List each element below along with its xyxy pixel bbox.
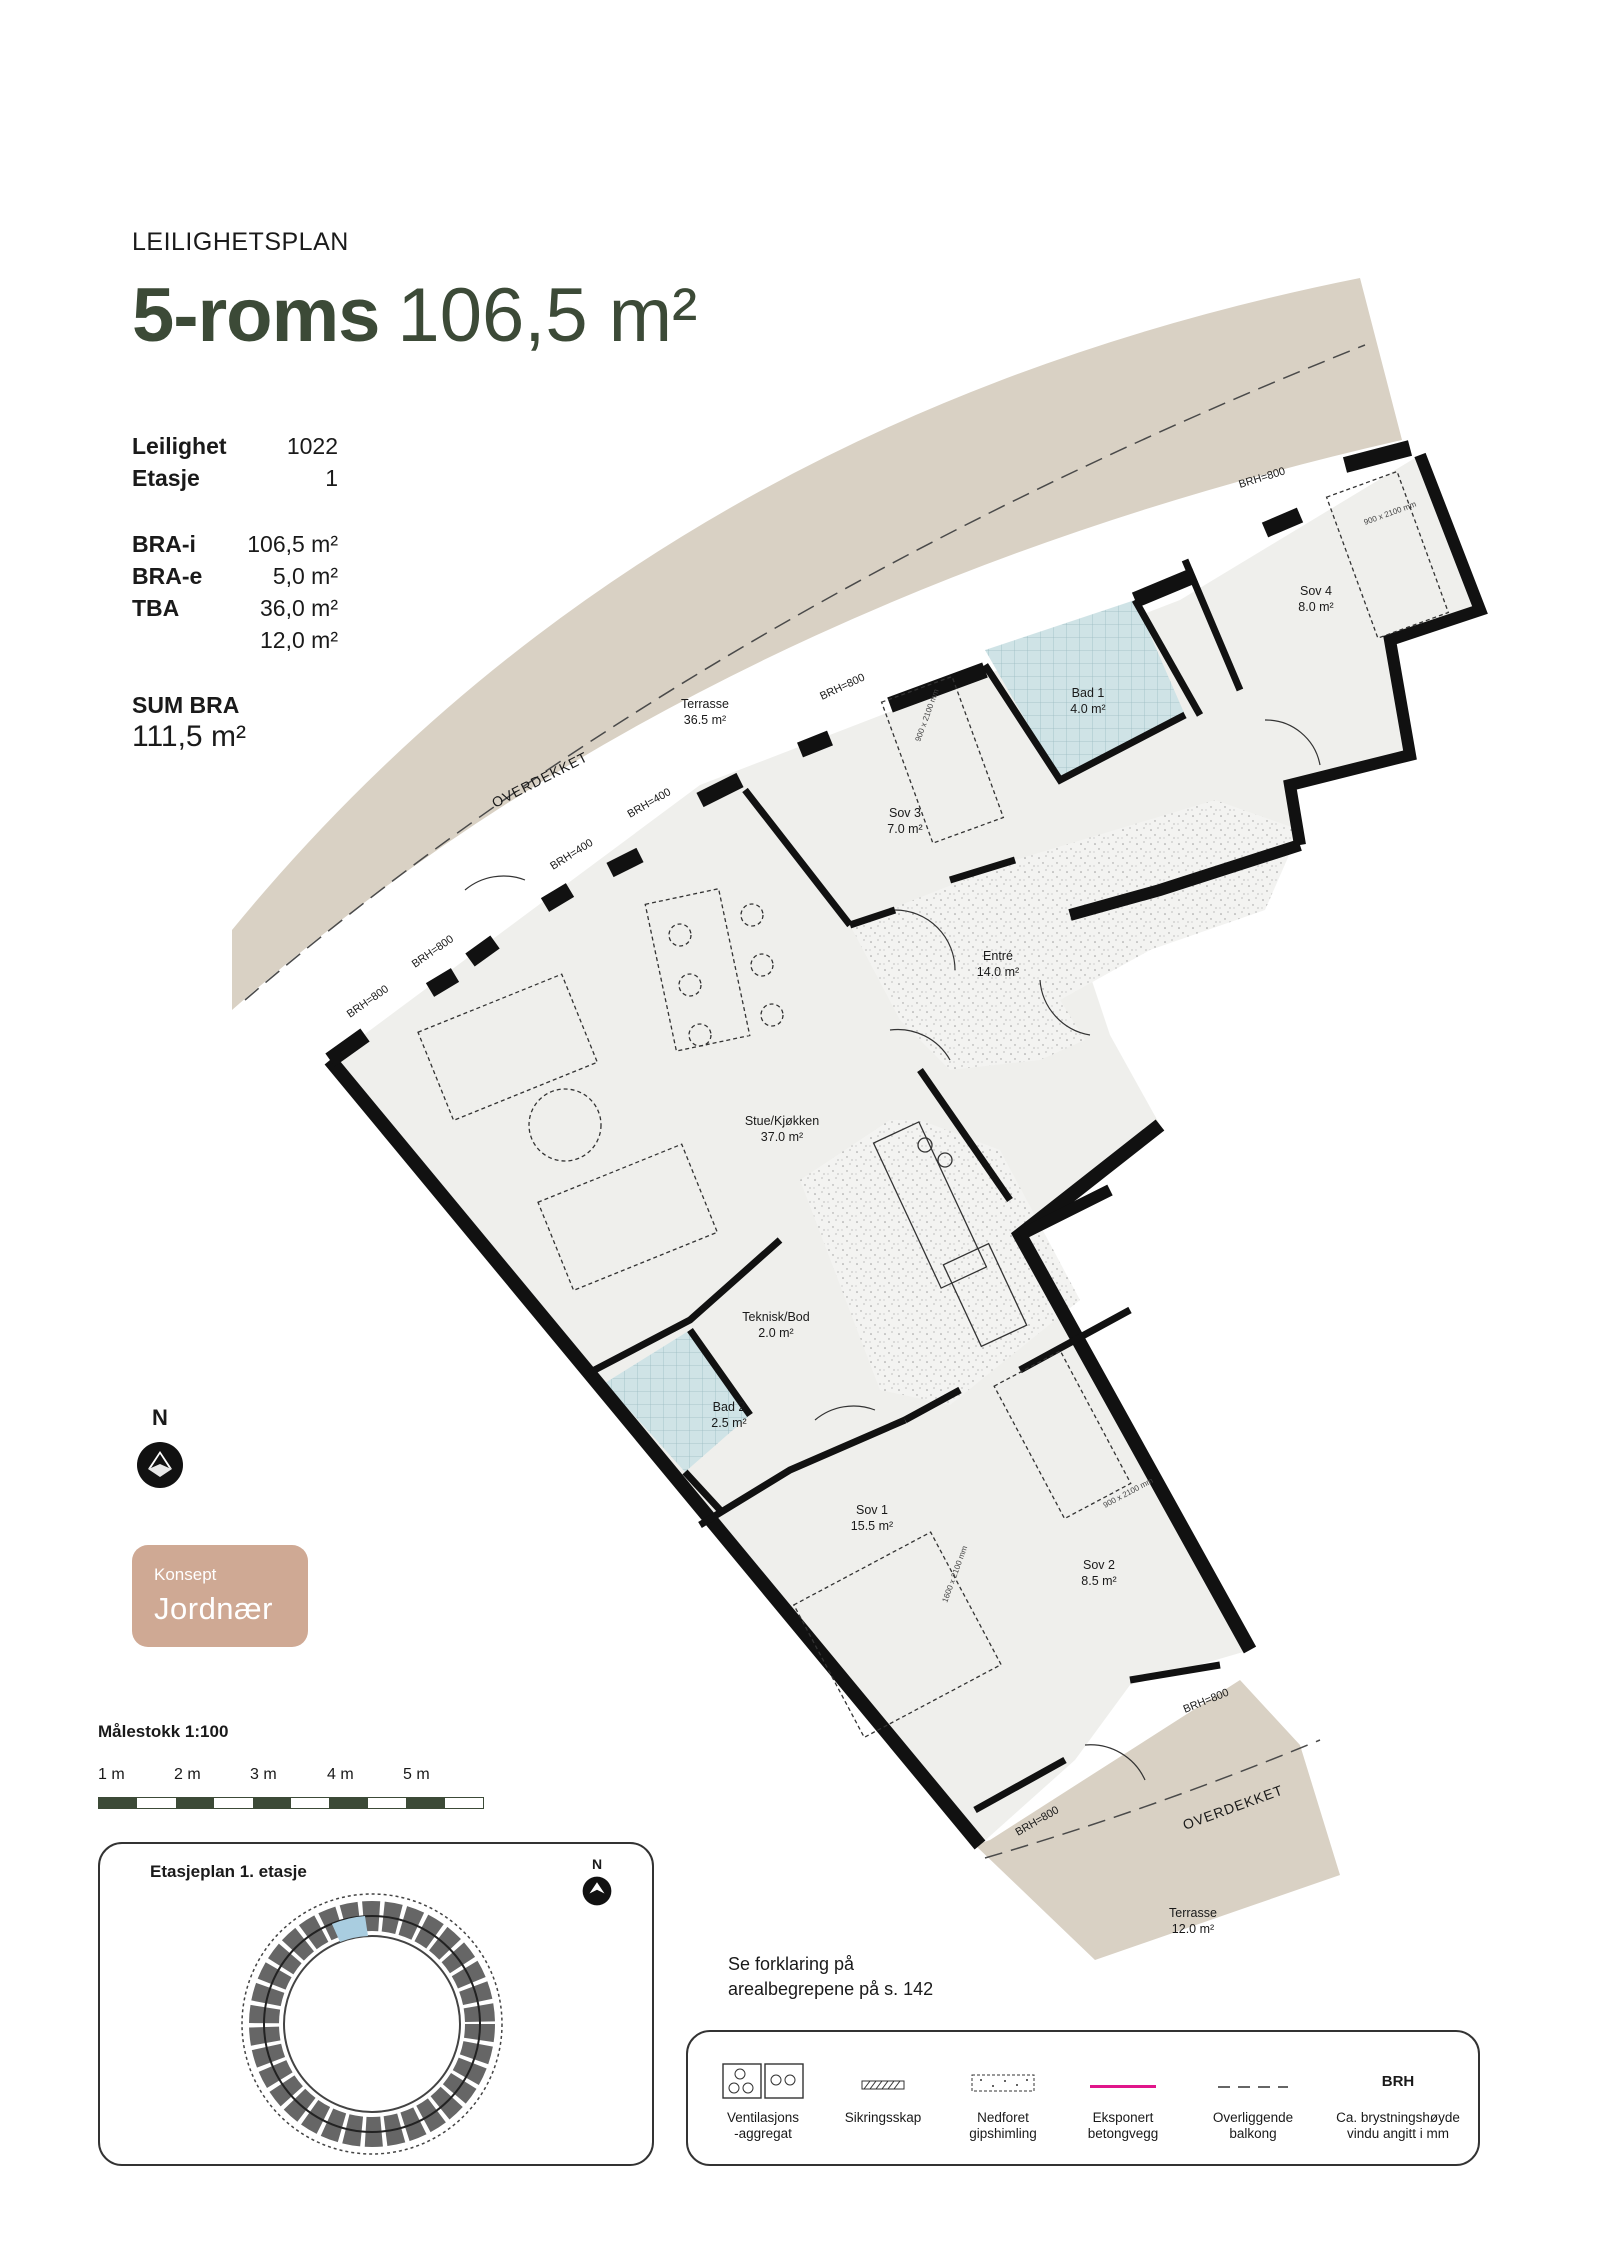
floor-overview-panel: Etasjeplan 1. etasje N [98, 1842, 654, 2166]
svg-text:Bad 1: Bad 1 [1072, 686, 1105, 700]
svg-text:Sov 1: Sov 1 [856, 1503, 888, 1517]
total-area: 106,5 m² [397, 273, 698, 358]
legend: Ventilasjons-aggregat Sikringsskap Nedfo… [686, 2030, 1480, 2166]
svg-text:37.0 m²: 37.0 m² [761, 1130, 803, 1144]
facade-wall-segments [325, 440, 1413, 1067]
room-labels: Terrasse 36.5 m² Sov 4 8.0 m² Bad 1 4.0 … [681, 584, 1334, 1936]
svg-text:Entré: Entré [983, 949, 1013, 963]
legend-item-fuse-box: Sikringsskap [828, 2032, 938, 2164]
sum-bra-value: 111,5 m² [132, 720, 246, 753]
terrace-south [975, 1680, 1340, 1960]
svg-text:8.0 m²: 8.0 m² [1298, 600, 1333, 614]
overhead-balcony-line-south [984, 1739, 1321, 1859]
svg-text:2.5 m²: 2.5 m² [711, 1416, 746, 1430]
svg-text:Sov 3: Sov 3 [889, 806, 921, 820]
svg-text:BRH=400: BRH=400 [548, 837, 595, 873]
furniture-living [417, 887, 784, 1292]
svg-text:12.0 m²: 12.0 m² [1172, 1922, 1214, 1936]
area-row: 12,0 m² [260, 627, 338, 653]
lowered-ceiling-icon [971, 2074, 1035, 2092]
north-letter: N [152, 1405, 168, 1430]
svg-text:Sov 4: Sov 4 [1300, 584, 1332, 598]
document-label: LEILIGHETSPLAN [132, 228, 349, 256]
svg-text:Terrasse: Terrasse [1169, 1906, 1217, 1920]
svg-text:Teknisk/Bod: Teknisk/Bod [742, 1310, 809, 1324]
concept-name: Jordnær [154, 1591, 273, 1626]
svg-text:Sov 2: Sov 2 [1083, 1558, 1115, 1572]
area-terms-note: Se forklaring på arealbegrepene på s. 14… [728, 1952, 933, 2002]
svg-text:36.5 m²: 36.5 m² [684, 713, 726, 727]
sum-bra-label: SUM BRA [132, 692, 240, 718]
overhead-balcony-icon [1218, 2086, 1288, 2088]
note-line: Se forklaring på [728, 1954, 855, 1974]
svg-text:Stue/Kjøkken: Stue/Kjøkken [745, 1114, 819, 1128]
svg-text:BRH=800: BRH=800 [818, 672, 867, 703]
floor-overview-title: Etasjeplan 1. etasje [150, 1862, 307, 1881]
svg-text:BRH=800: BRH=800 [410, 933, 456, 970]
svg-text:7.0 m²: 7.0 m² [887, 822, 922, 836]
north-indicator: N [136, 1405, 184, 1494]
entre-floor [850, 800, 1300, 1070]
overhead-balcony-line [244, 344, 1366, 1001]
ventilation-unit-icon [722, 2063, 804, 2099]
highlighted-apartment [332, 1916, 368, 1942]
fuse-box-icon [861, 2080, 905, 2090]
compass-icon [137, 1442, 183, 1488]
svg-text:2.0 m²: 2.0 m² [758, 1326, 793, 1340]
svg-text:14.0 m²: 14.0 m² [977, 965, 1019, 979]
concept-label: Konsept [154, 1565, 217, 1584]
scale-title: Målestokk 1:100 [98, 1722, 229, 1741]
brh-icon: BRH [1381, 2073, 1415, 2090]
svg-text:4.0 m²: 4.0 m² [1070, 702, 1105, 716]
hall-floor [800, 1120, 1080, 1405]
doors [464, 719, 1321, 1781]
compass-icon [582, 1876, 612, 1906]
concept-badge: Konsept Jordnær [132, 1545, 308, 1647]
scale-tick: 2 m [174, 1766, 201, 1783]
svg-text:8.5 m²: 8.5 m² [1081, 1574, 1116, 1588]
scale-tick: 5 m [403, 1766, 430, 1783]
kitchen-counter [872, 1121, 1028, 1348]
interior-walls [583, 558, 1244, 1814]
svg-text:BRH=800: BRH=800 [345, 983, 391, 1020]
scale-tick: 4 m [327, 1766, 354, 1783]
scale-bar [98, 1797, 484, 1809]
bad1-floor [985, 600, 1185, 780]
inset-north-letter: N [591, 1856, 603, 1872]
svg-text:15.5 m²: 15.5 m² [851, 1519, 893, 1533]
terrace-main [232, 278, 1402, 1010]
exposed-concrete-wall-icon [1090, 2085, 1156, 2088]
exterior-walls [324, 452, 1488, 1850]
legend-item-ventilation: Ventilasjons-aggregat [708, 2032, 818, 2164]
note-line: arealbegrepene på s. 142 [728, 1979, 934, 1999]
svg-text:Bad 2: Bad 2 [713, 1400, 746, 1414]
floor-ring-plan [241, 1893, 503, 2155]
inset-north: N [582, 1856, 612, 1906]
room-count: 5-roms [132, 273, 380, 358]
scale-tick: 1 m [98, 1766, 125, 1783]
svg-text:Terrasse: Terrasse [681, 697, 729, 711]
scale-tick: 3 m [250, 1766, 277, 1783]
